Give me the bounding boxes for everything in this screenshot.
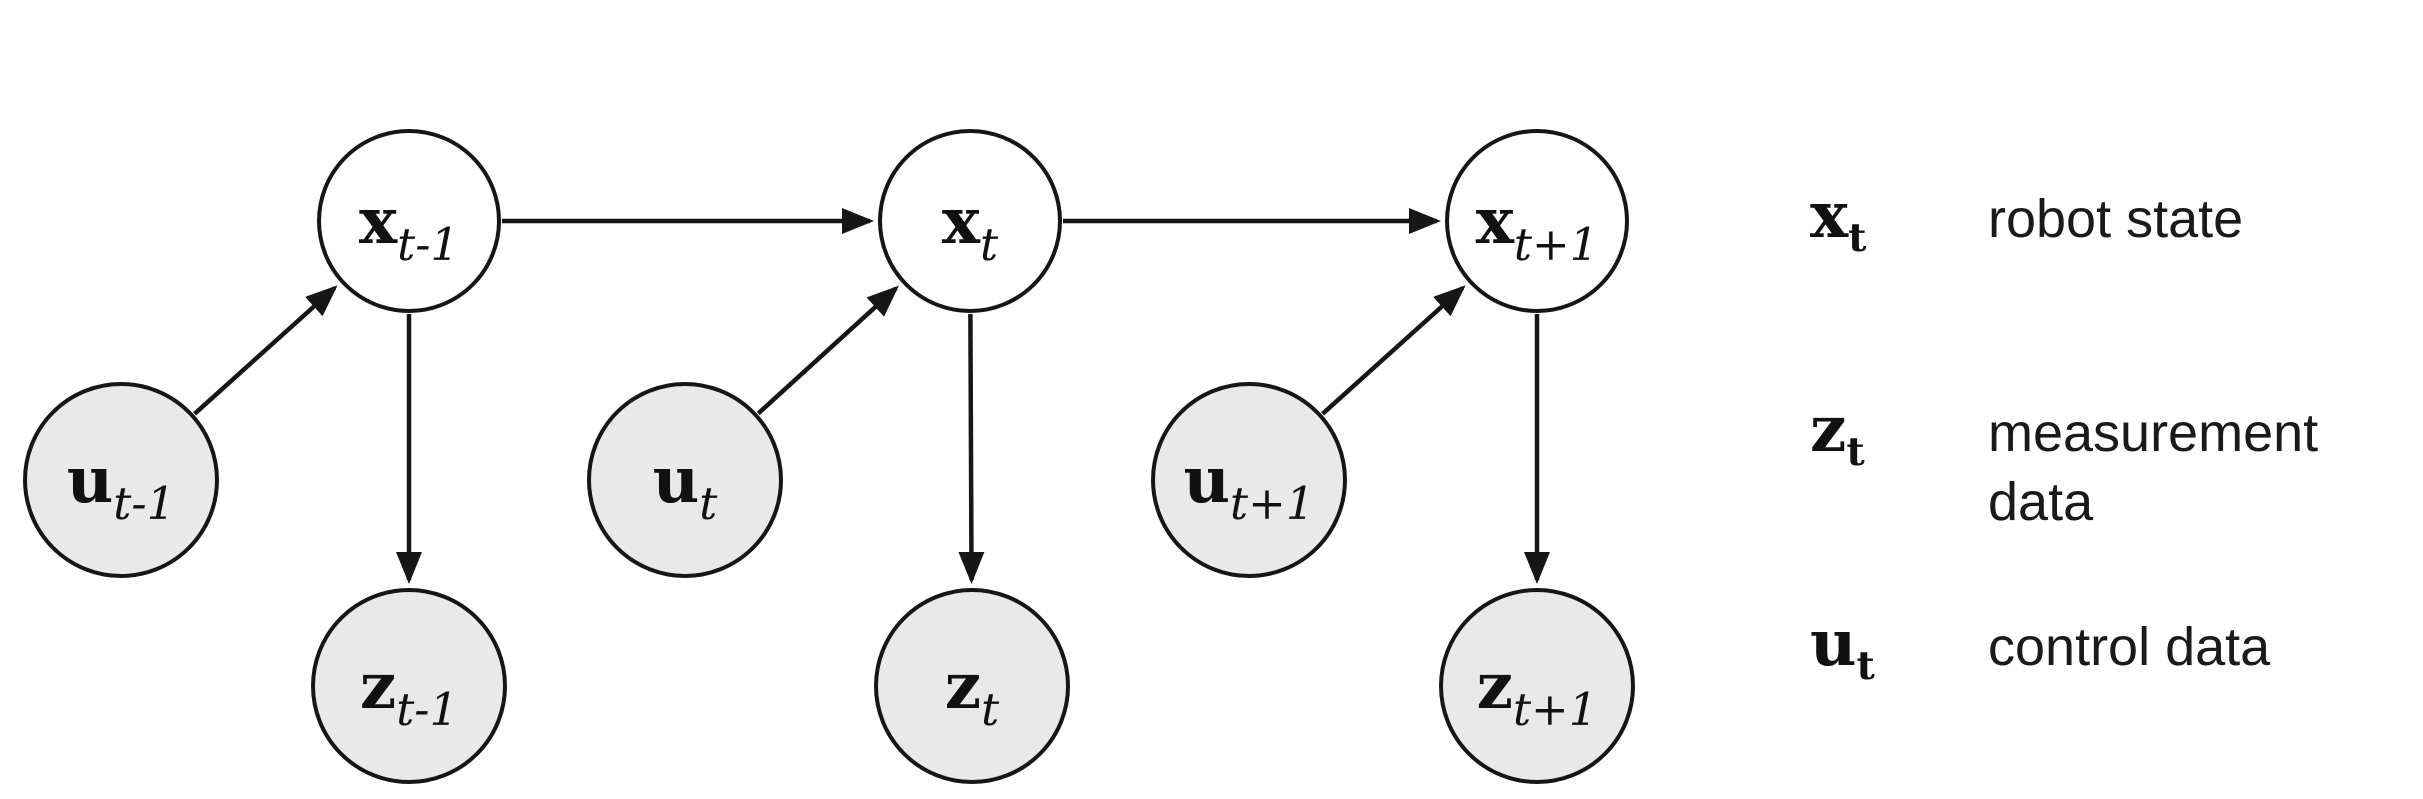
legend-item-control-data: ut control data bbox=[1810, 606, 2270, 689]
node-label: zt bbox=[945, 649, 1000, 736]
edge-u_t-1-to-x_t-1 bbox=[193, 285, 338, 416]
node-x_t-1: xt-1 bbox=[317, 129, 501, 313]
legend-symbol-x: xt bbox=[1810, 178, 1988, 261]
edge-x_t-to-z_t bbox=[958, 313, 985, 585]
legend-symbol-base: z bbox=[1810, 392, 1847, 467]
legend-symbol-base: x bbox=[1810, 178, 1849, 253]
node-circle bbox=[311, 588, 507, 784]
node-label: zt-1 bbox=[360, 649, 458, 736]
legend-description-line: control data bbox=[1988, 617, 2271, 677]
node-label: zt+1 bbox=[1477, 649, 1598, 736]
node-label: ut+1 bbox=[1184, 443, 1315, 530]
legend-description: measurement data bbox=[1988, 399, 2318, 537]
legend-symbol-sub: t bbox=[1848, 214, 1867, 261]
legend-description-line: measurement bbox=[1988, 403, 2319, 463]
node-label: xt-1 bbox=[359, 184, 459, 271]
node-circle bbox=[878, 129, 1062, 313]
node-circle bbox=[587, 382, 783, 578]
node-z_t-1: zt-1 bbox=[311, 588, 507, 784]
node-circle bbox=[874, 588, 1070, 784]
legend-description-line: robot state bbox=[1988, 189, 2244, 249]
legend-symbol-u: ut bbox=[1810, 606, 1988, 689]
legend-item-robot-state: xt robot state bbox=[1810, 178, 2243, 261]
node-circle bbox=[1439, 588, 1635, 784]
node-circle bbox=[23, 382, 219, 578]
legend-description: control data bbox=[1988, 613, 2270, 682]
node-label: xt+1 bbox=[1476, 184, 1599, 271]
node-x_t+1: xt+1 bbox=[1445, 129, 1629, 313]
node-u_t-1: ut-1 bbox=[23, 382, 219, 578]
legend: xt robot state zt measurement data ut co… bbox=[1810, 0, 2420, 799]
legend-symbol-z: zt bbox=[1810, 392, 1988, 475]
node-label: ut-1 bbox=[67, 443, 175, 530]
legend-symbol-sub: t bbox=[1856, 642, 1875, 689]
node-z_t: zt bbox=[874, 588, 1070, 784]
edge-u_t+1-to-x_t+1 bbox=[1321, 285, 1466, 416]
node-circle bbox=[317, 129, 501, 313]
node-label: xt bbox=[942, 184, 999, 271]
legend-symbol-sub: t bbox=[1846, 428, 1865, 475]
bayes-network-diagram: xt-1 xt xt+1 ut-1 ut ut+1 zt-1 zt zt+1 bbox=[23, 129, 1635, 784]
node-circle bbox=[1151, 382, 1347, 578]
legend-symbol-base: u bbox=[1810, 606, 1857, 681]
node-x_t: xt bbox=[878, 129, 1062, 313]
node-u_t: ut bbox=[587, 382, 783, 578]
edge-u_t-to-x_t bbox=[756, 285, 899, 416]
node-z_t+1: zt+1 bbox=[1439, 588, 1635, 784]
node-circle bbox=[1445, 129, 1629, 313]
legend-description-line: data bbox=[1988, 472, 2094, 533]
node-u_t+1: ut+1 bbox=[1151, 382, 1347, 578]
legend-item-measurement-data: zt measurement data bbox=[1810, 392, 2318, 537]
node-label: ut bbox=[653, 443, 719, 530]
legend-description: robot state bbox=[1988, 185, 2243, 254]
